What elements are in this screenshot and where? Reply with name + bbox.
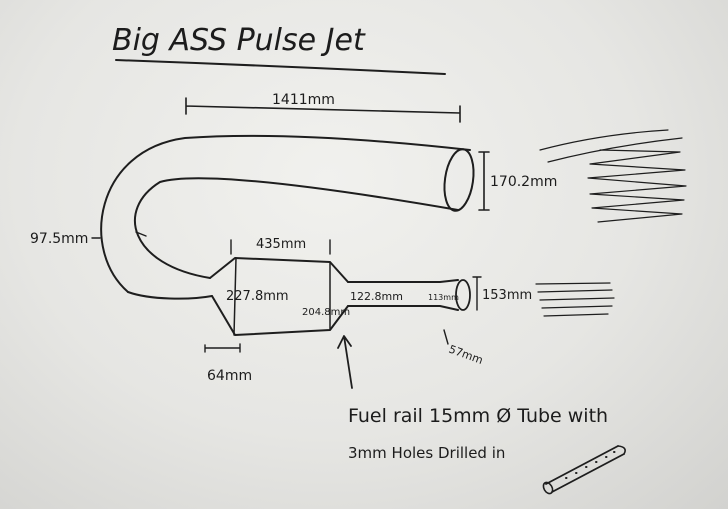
chamber-top [209,257,349,283]
intake-bottom [347,305,459,311]
fuel-rail-arrow [337,335,353,389]
dim-neck-diameter: 204.8mm [302,307,350,318]
chamber-bottom [211,295,349,336]
bend-joint-lower [127,291,213,300]
dim-intake-line [472,276,482,311]
exhaust-opening [443,148,475,212]
dim-bend-diameter: 97.5mm [30,231,88,247]
dim-tube-diameter: 122.8mm [350,290,403,303]
fuel-rail-tube [545,445,625,493]
dim-cone-line [204,343,241,353]
exhaust-flame-scribble [539,129,687,223]
title-underline [115,59,446,75]
fuel-rail-tube-cap [617,445,626,455]
fuel-rail-note-line2: 3mm Holes Drilled in [348,444,505,462]
title: Big ASS Pulse Jet [112,23,366,58]
fuel-rail-note-line1: Fuel rail 15mm Ø Tube with [348,405,608,427]
tube-inner-wall [133,177,459,279]
dim-chamber-diameter: 227.8mm [226,289,289,304]
intake-flame-scribble [535,282,615,317]
fuel-rail-tube-end [542,481,554,495]
dim-intake-neck: 113mm [428,293,459,302]
dim-exhaust-diameter: 170.2mm [490,174,557,190]
dim-chamber-length: 435mm [256,237,306,252]
fuel-rail-holes [565,451,616,479]
intake-opening [455,279,471,311]
dim-bend-arrows [91,231,147,239]
dim-cone-length: 64mm [207,368,252,384]
dim-top-length-line [185,97,461,123]
dim-exhaust-line [478,151,490,211]
dim-intake-length-tick [443,329,449,345]
dim-top-length: 1411mm [272,92,335,108]
intake-top [347,279,459,283]
chamber-section-lines [233,257,331,336]
dim-intake-length: 57mm [447,343,485,367]
tube-outer-wall [100,134,471,293]
dim-chamber-length-ticks [230,239,331,255]
dim-intake-diameter: 153mm [482,288,532,303]
